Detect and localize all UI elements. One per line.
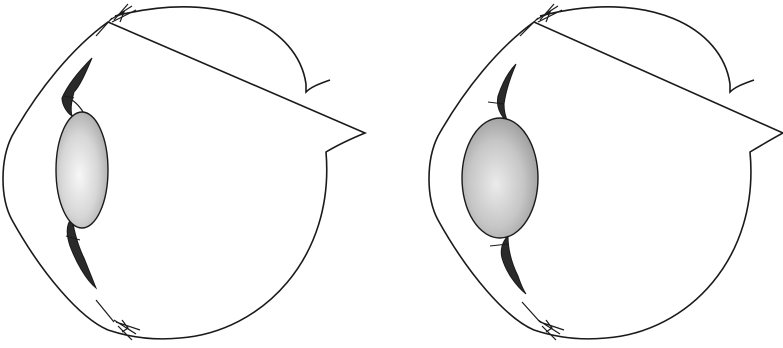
right-ciliary-upper [497, 64, 516, 122]
left-ciliary-upper [62, 58, 92, 116]
left-lid-line-bottom [96, 300, 114, 322]
left-lid-line-top [96, 18, 112, 36]
right-lid-line-top [520, 18, 538, 36]
right-lid-line-bottom [522, 302, 540, 322]
left-eye [3, 4, 365, 340]
left-eyelid-muscle-top [110, 4, 136, 22]
right-eye [429, 4, 783, 340]
right-eyelid-muscle-top [536, 4, 562, 22]
left-lens [56, 112, 108, 228]
right-lens [462, 118, 538, 238]
